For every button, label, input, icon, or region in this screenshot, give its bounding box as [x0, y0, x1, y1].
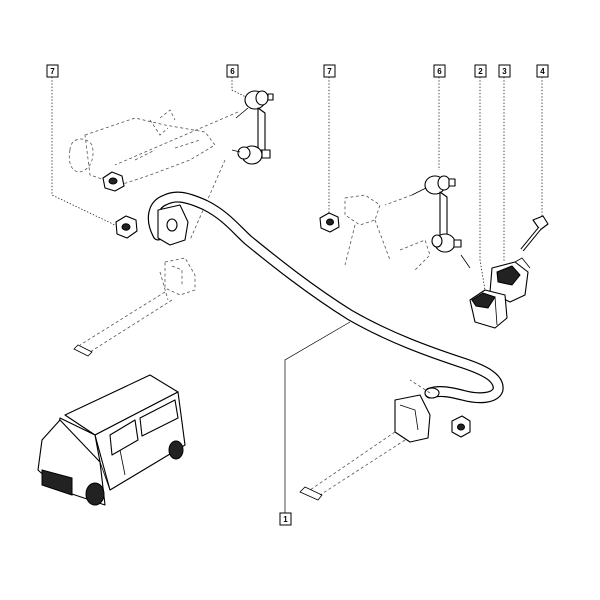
left-lower-arm-ghost	[68, 109, 216, 186]
svg-text:6: 6	[437, 67, 442, 76]
right-link-rod	[411, 175, 471, 269]
callout-3[interactable]: 3	[498, 64, 511, 78]
right-nut-7	[319, 212, 340, 233]
svg-text:2: 2	[478, 67, 483, 76]
van-illustration	[37, 374, 186, 506]
left-nut-7	[115, 215, 138, 239]
left-link-rod	[231, 90, 274, 165]
right-lower-nut	[451, 415, 471, 438]
bolt-4	[520, 215, 549, 252]
callout-4[interactable]: 4	[536, 64, 549, 78]
svg-text:3: 3	[502, 67, 507, 76]
callout-6-left[interactable]: 6	[226, 64, 239, 78]
left-chassis-bracket	[73, 257, 196, 357]
svg-text:6: 6	[230, 67, 235, 76]
svg-text:1: 1	[283, 515, 288, 524]
svg-text:4: 4	[540, 67, 545, 76]
left-upper-nut	[102, 171, 125, 192]
stabilizer-bar	[147, 191, 504, 404]
callout-7-right[interactable]: 7	[323, 64, 336, 78]
leader-lines	[51, 77, 543, 513]
left-link-to-bar-ghost	[114, 111, 239, 241]
svg-text:7: 7	[327, 67, 332, 76]
right-upper-ghost	[344, 194, 431, 271]
bushing-2	[469, 289, 508, 329]
clamp-3	[489, 257, 531, 303]
right-chassis-bracket	[299, 379, 431, 501]
callout-1[interactable]: 1	[279, 512, 292, 526]
callout-7-left[interactable]: 7	[46, 64, 59, 78]
callout-2[interactable]: 2	[474, 64, 487, 78]
svg-text:7: 7	[50, 67, 55, 76]
callout-6-right[interactable]: 6	[433, 64, 446, 78]
